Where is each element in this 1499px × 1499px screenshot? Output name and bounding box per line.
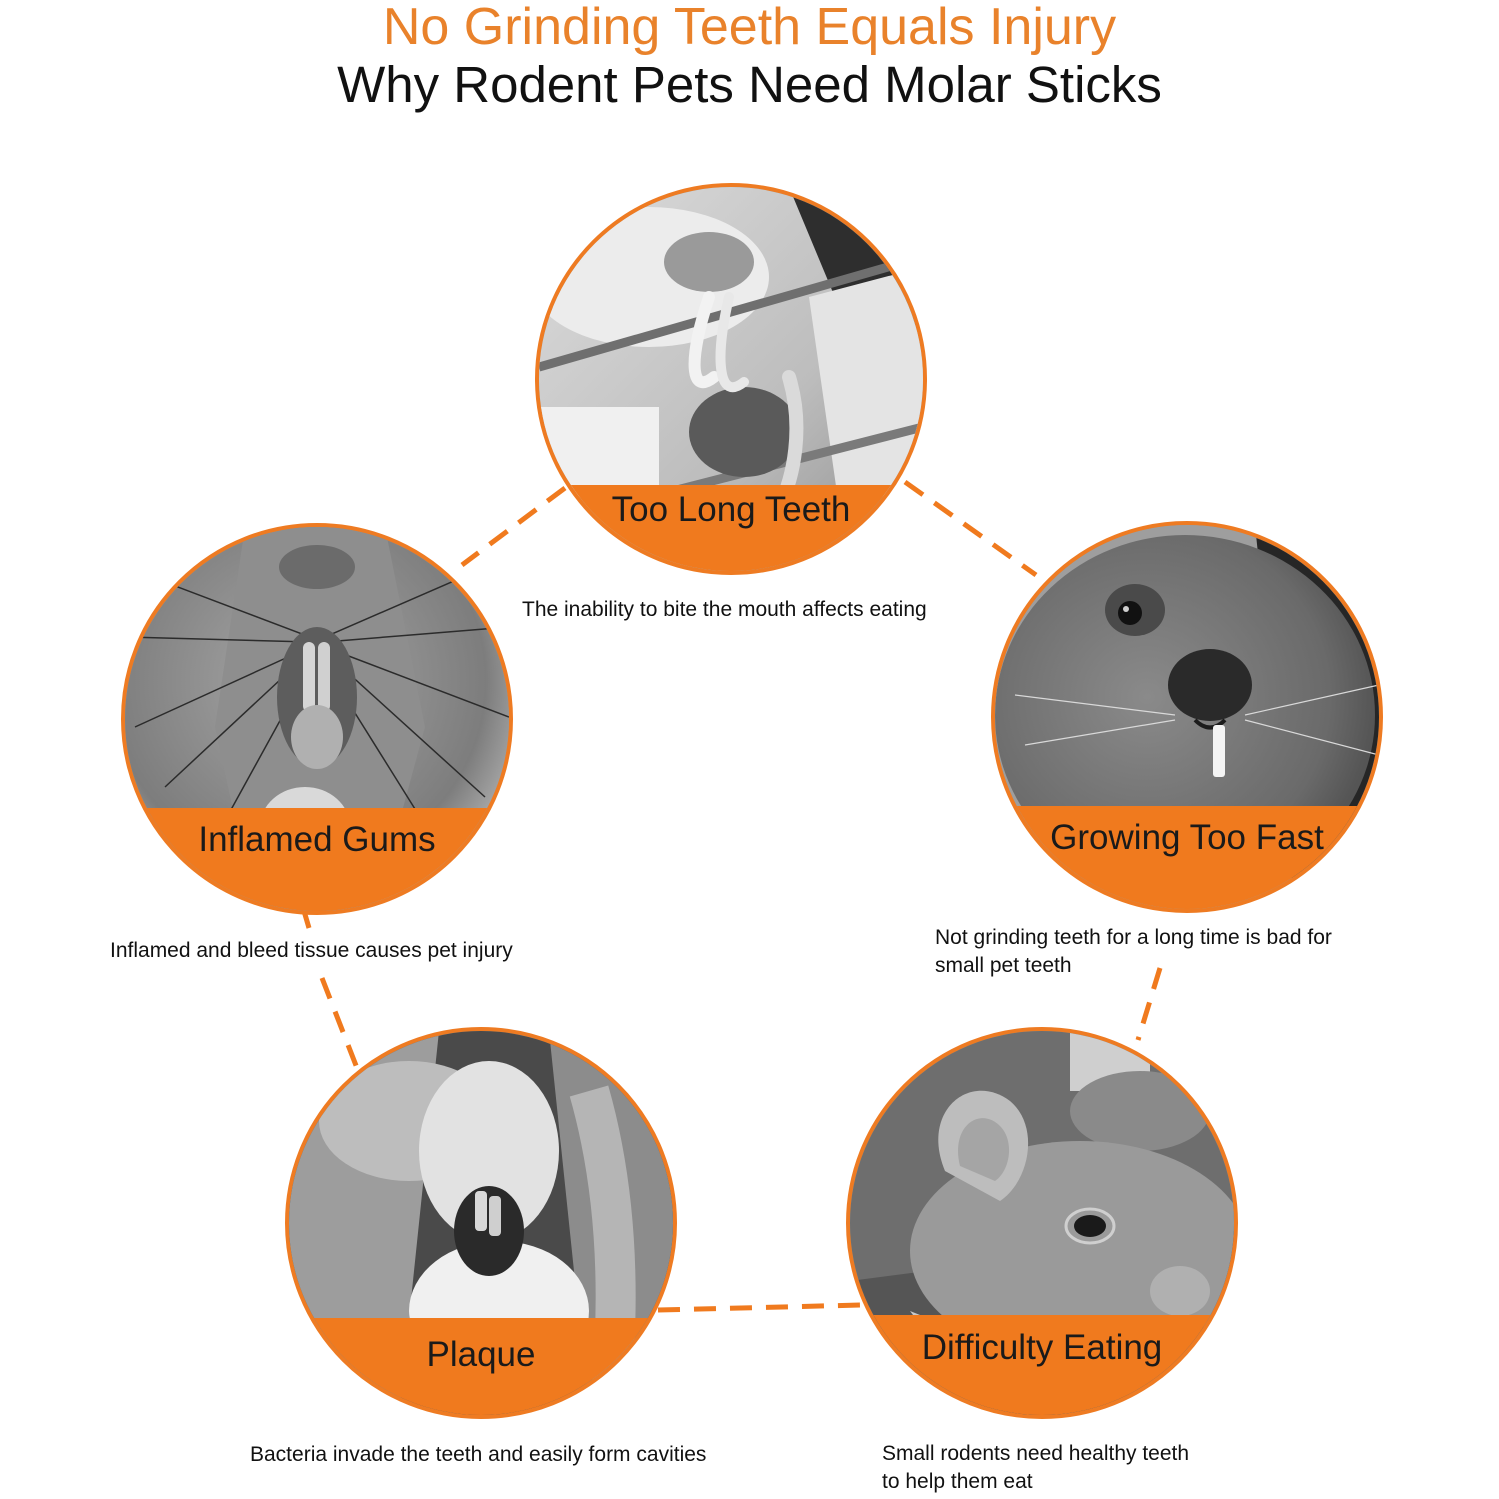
caption-line: small pet teeth [935, 954, 1072, 977]
caption-line: Bacteria invade the teeth and easily for… [250, 1443, 707, 1466]
caption-plaque: Bacteria invade the teeth and easily for… [250, 1441, 706, 1469]
connector-bottom [657, 1302, 863, 1313]
caption-too-long-teeth: The inability to bite the mouth affects … [522, 596, 927, 624]
caption-growing-too-fast: Not grinding teeth for a long time is ba… [935, 924, 1332, 980]
caption-inflamed-gums: Inflamed and bleed tissue causes pet inj… [110, 937, 513, 965]
label-band: Growing Too Fast [995, 806, 1379, 909]
card-plaque: Plaque [285, 1027, 677, 1419]
label-band: Inflamed Gums [125, 808, 509, 911]
headline-orange: No Grinding Teeth Equals Injury [382, 0, 1117, 56]
caption-line: Small rodents need healthy teeth [882, 1442, 1190, 1465]
caption-line: Not grinding teeth for a long time is ba… [935, 926, 1332, 949]
caption-line: Inflamed and bleed tissue causes pet inj… [110, 939, 513, 962]
label-band: Too Long Teeth [539, 485, 923, 571]
connector-right-lower [1135, 967, 1163, 1041]
card-difficulty-eating: Difficulty Eating [846, 1027, 1238, 1419]
label-difficulty-eating: Difficulty Eating [921, 1328, 1163, 1367]
card-growing-too-fast: Growing Too Fast [991, 521, 1383, 913]
caption-difficulty-eating: Small rodents need healthy teeth to help… [882, 1440, 1189, 1496]
connector-top-right [903, 479, 1038, 578]
label-growing-too-fast: Growing Too Fast [1050, 818, 1324, 857]
card-too-long-teeth: Too Long Teeth [535, 183, 927, 575]
headline-black: Why Rodent Pets Need Molar Sticks [337, 56, 1162, 113]
caption-line: to help them eat [882, 1470, 1033, 1493]
label-band: Plaque [289, 1318, 673, 1415]
label-band: Difficulty Eating [850, 1315, 1234, 1415]
label-inflamed-gums: Inflamed Gums [198, 820, 436, 859]
caption-line: The inability to bite the mouth affects … [522, 598, 927, 621]
label-too-long-teeth: Too Long Teeth [611, 490, 851, 529]
label-plaque: Plaque [426, 1335, 536, 1374]
card-inflamed-gums: Inflamed Gums [121, 523, 513, 915]
